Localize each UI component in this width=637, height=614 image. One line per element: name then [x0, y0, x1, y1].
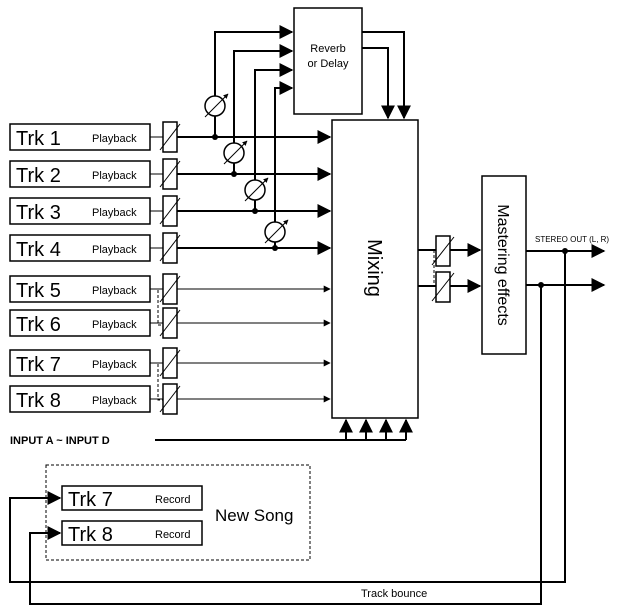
- track-4: Trk 4 Playback: [9, 234, 151, 262]
- track-label: Trk 4: [16, 239, 61, 261]
- bounce-path-l: [9, 251, 566, 583]
- track-5: Trk 5 Playback: [9, 275, 151, 303]
- mastering-label: Mastering effects: [494, 204, 511, 326]
- stereo-out-label: STEREO OUT (L, R): [535, 235, 609, 244]
- new-song-track-7: Trk 7 Record: [61, 485, 203, 511]
- mixing-block: Mixing: [331, 119, 419, 419]
- track-label: Trk 8: [16, 390, 61, 412]
- track-3: Trk 3 Playback: [9, 197, 151, 225]
- track-mode: Playback: [92, 133, 137, 145]
- track-mode: Playback: [92, 395, 137, 407]
- mixing-label: Mixing: [363, 239, 385, 297]
- track-to-fader-lines: [150, 136, 163, 400]
- reverb-return-r: [362, 31, 411, 120]
- track-faders: [157, 121, 181, 415]
- track-mode: Playback: [92, 285, 137, 297]
- stereo-link-5-6: [157, 290, 163, 326]
- send-knob-2: [223, 140, 248, 165]
- record-track-label: Trk 7: [68, 489, 113, 511]
- track-bounce-label: Track bounce: [361, 588, 427, 600]
- track-7: Trk 7 Playback: [9, 349, 151, 377]
- track-label: Trk 5: [16, 280, 61, 302]
- reverb-delay-box: Reverb or Delay: [293, 7, 363, 115]
- new-song-track-8: Trk 8 Record: [61, 520, 203, 546]
- track-label: Trk 6: [16, 314, 61, 336]
- reverb-label-line1: Reverb: [310, 43, 345, 55]
- track-label: Trk 7: [16, 354, 61, 376]
- master-fader-r: [431, 271, 455, 303]
- mastering-effects-block: Mastering effects: [481, 175, 527, 355]
- track-1: Trk 1 Playback: [9, 123, 151, 151]
- track-2: Trk 2 Playback: [9, 160, 151, 188]
- track-mode: Playback: [92, 319, 137, 331]
- track-mode: Playback: [92, 170, 137, 182]
- stereo-link-7-8: [157, 364, 163, 401]
- bounce-path-r: [29, 285, 542, 605]
- track-label: Trk 3: [16, 202, 61, 224]
- track-label: Trk 1: [16, 128, 61, 150]
- track-mode: Playback: [92, 359, 137, 371]
- new-song-label: New Song: [215, 506, 293, 525]
- fader-to-mixer-lines: [177, 130, 332, 403]
- record-track-label: Trk 8: [68, 524, 113, 546]
- record-track-mode: Record: [155, 494, 190, 506]
- effect-sends: [204, 25, 294, 251]
- track-mode: Playback: [92, 207, 137, 219]
- reverb-label-line2: or Delay: [308, 58, 349, 70]
- input-label: INPUT A ~ INPUT D: [10, 435, 110, 447]
- new-song-region: New Song: [45, 464, 311, 561]
- track-label: Trk 2: [16, 165, 61, 187]
- send-knob-3: [244, 177, 269, 202]
- track-6: Trk 6 Playback: [9, 309, 151, 337]
- send-knob-4: [264, 219, 289, 244]
- track-mode: Playback: [92, 244, 137, 256]
- reverb-return-l: [362, 47, 395, 120]
- record-track-mode: Record: [155, 529, 190, 541]
- send-knob-1: [204, 93, 229, 118]
- track-8: Trk 8 Playback: [9, 385, 151, 413]
